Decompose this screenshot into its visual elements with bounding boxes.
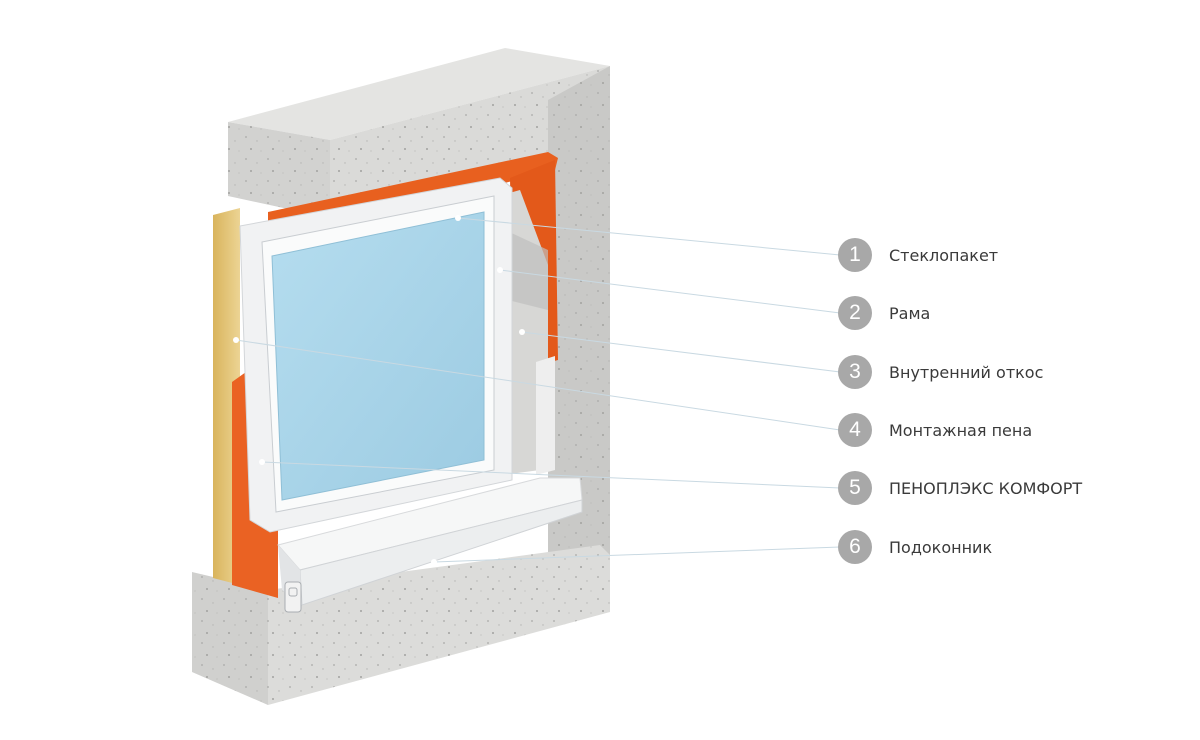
legend-item-window-sill: 6 Подоконник (838, 530, 992, 564)
legend-label: Подоконник (889, 537, 993, 557)
number-badge: 2 (838, 296, 872, 330)
legend-item-penoplex: 5 ПЕНОПЛЭКС КОМФОРТ (838, 471, 1082, 505)
leader-interior-reveal (521, 331, 841, 373)
legend-item-mounting-foam: 4 Монтажная пена (838, 413, 1032, 447)
number-badge: 4 (838, 413, 872, 447)
leader-penoplex-dot (259, 459, 265, 465)
legend-label: Рама (889, 303, 931, 323)
leader-frame (499, 269, 841, 314)
leader-window-sill (433, 546, 841, 563)
legend: 1 Стеклопакет 2 Рама 3 Внутренний откос … (838, 0, 1178, 740)
leader-penoplex (261, 461, 841, 489)
window-sill (277, 477, 583, 613)
leader-mounting-foam (235, 339, 841, 431)
number-badge: 1 (838, 238, 872, 272)
leader-lines (233, 215, 841, 565)
glass-unit (271, 211, 485, 501)
number-badge: 5 (838, 471, 872, 505)
leader-frame-dot (497, 267, 503, 273)
legend-label: Монтажная пена (889, 420, 1033, 440)
leader-glass-unit-dot (455, 215, 461, 221)
top-concrete-lintel (228, 48, 610, 218)
right-concrete-wall (548, 66, 610, 585)
leader-window-sill-dot (431, 559, 437, 565)
legend-item-interior-reveal: 3 Внутренний откос (838, 355, 1043, 389)
legend-item-frame: 2 Рама (838, 296, 930, 330)
legend-label: Стеклопакет (889, 245, 999, 265)
number-badge: 6 (838, 530, 872, 564)
leader-mounting-foam-dot (233, 337, 239, 343)
legend-item-glass-unit: 1 Стеклопакет (838, 238, 998, 272)
legend-label: ПЕНОПЛЭКС КОМФОРТ (889, 478, 1083, 498)
legend-label: Внутренний откос (889, 362, 1044, 382)
leader-interior-reveal-dot (519, 329, 525, 335)
number-badge: 3 (838, 355, 872, 389)
leader-glass-unit (457, 217, 841, 256)
